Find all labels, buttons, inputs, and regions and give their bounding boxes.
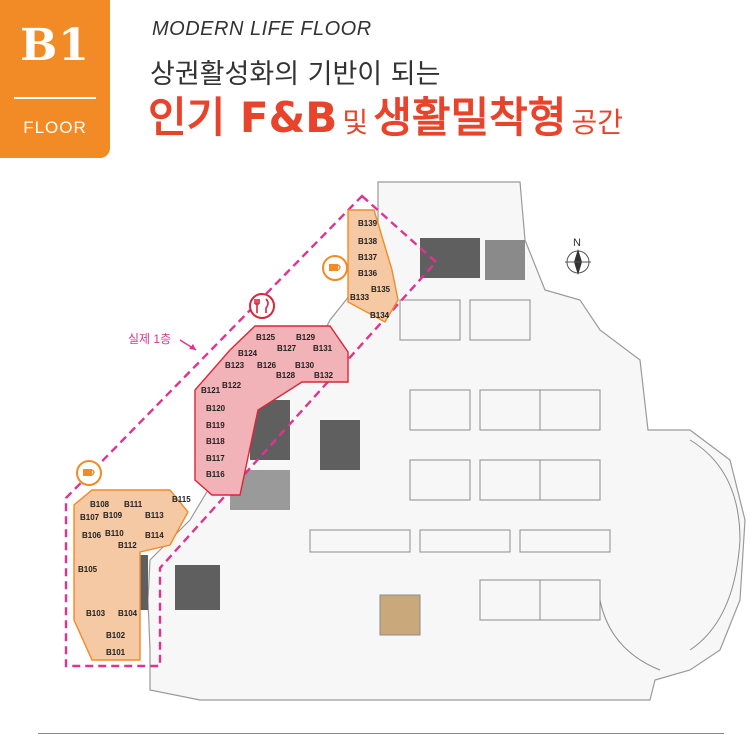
headline-space: 공간 bbox=[571, 106, 624, 139]
unit-label-b101: B101 bbox=[106, 648, 126, 657]
unit-label-b126: B126 bbox=[257, 361, 277, 370]
unit-label-b131: B131 bbox=[313, 344, 333, 353]
unit-label-b130: B130 bbox=[295, 361, 315, 370]
unit-label-b125: B125 bbox=[256, 333, 276, 342]
unit-label-b134: B134 bbox=[370, 311, 390, 320]
actual-floor-label: 실제 1층 bbox=[128, 332, 171, 346]
unit-label-b129: B129 bbox=[296, 333, 316, 342]
cafe-zone-top bbox=[347, 209, 399, 323]
unit-label-b112: B112 bbox=[118, 541, 137, 550]
headline-lifestyle: 생활밀착형 bbox=[373, 93, 567, 142]
unit-label-b104: B104 bbox=[118, 609, 138, 618]
unit-labels: B139 B138 B137 B136 B135 B133 B134 B125 … bbox=[78, 219, 391, 657]
unit-label-b115: B115 bbox=[172, 495, 191, 504]
unit-label-b138: B138 bbox=[358, 237, 378, 246]
cafe-zone-bottom bbox=[73, 489, 189, 661]
headline-line-1: 상권활성화의 기반이 되는 bbox=[150, 59, 441, 90]
unit-label-b124: B124 bbox=[238, 349, 258, 358]
unit-label-b123: B123 bbox=[225, 361, 245, 370]
headline-fnb: 인기 F&B bbox=[148, 93, 338, 142]
unit-label-b107: B107 bbox=[80, 513, 100, 522]
badge-divider bbox=[14, 97, 96, 99]
unit-label-b127: B127 bbox=[277, 344, 297, 353]
unit-label-b121: B121 bbox=[201, 386, 221, 395]
unit-label-b109: B109 bbox=[103, 511, 123, 520]
headline-and: 및 bbox=[342, 106, 369, 139]
restaurant-icon bbox=[249, 293, 275, 319]
unit-label-b113: B113 bbox=[145, 511, 164, 520]
unit-label-b137: B137 bbox=[358, 253, 378, 262]
cafe-icon bbox=[76, 460, 102, 486]
unit-label-b122: B122 bbox=[222, 381, 242, 390]
unit-label-b119: B119 bbox=[206, 421, 225, 430]
unit-label-b106: B106 bbox=[82, 531, 102, 540]
unit-label-b105: B105 bbox=[78, 565, 98, 574]
actual-floor-arrowhead bbox=[189, 344, 196, 350]
floor-badge: B1 FLOOR bbox=[0, 0, 110, 158]
floor-subtitle: MODERN LIFE FLOOR bbox=[152, 18, 372, 40]
unit-label-b118: B118 bbox=[206, 437, 225, 446]
headline-line-2: 인기 F&B 및 생활밀착형 공간 bbox=[148, 84, 623, 145]
unit-label-b116: B116 bbox=[206, 470, 225, 479]
unit-label-b135: B135 bbox=[371, 285, 391, 294]
cafe-icon bbox=[322, 255, 348, 281]
unit-label-b128: B128 bbox=[276, 371, 296, 380]
north-label: N bbox=[573, 237, 581, 249]
unit-label-b103: B103 bbox=[86, 609, 106, 618]
unit-label-b114: B114 bbox=[145, 531, 164, 540]
unit-label-b102: B102 bbox=[106, 631, 126, 640]
restaurant-zone bbox=[194, 325, 349, 496]
parking-area bbox=[309, 299, 741, 671]
unit-label-b132: B132 bbox=[314, 371, 334, 380]
floor-level: B1 bbox=[20, 20, 90, 71]
unit-label-b133: B133 bbox=[350, 293, 370, 302]
unit-label-b117: B117 bbox=[206, 454, 225, 463]
unit-label-b111: B111 bbox=[124, 500, 143, 509]
unit-label-b136: B136 bbox=[358, 269, 378, 278]
highlight-boundary bbox=[64, 194, 438, 668]
unit-label-b108: B108 bbox=[90, 500, 110, 509]
bottom-divider bbox=[38, 733, 724, 734]
unit-label-b139: B139 bbox=[358, 219, 378, 228]
floor-label: FLOOR bbox=[23, 118, 87, 137]
unit-label-b120: B120 bbox=[206, 404, 226, 413]
unit-label-b110: B110 bbox=[105, 529, 124, 538]
north-compass-icon: N bbox=[565, 237, 591, 275]
